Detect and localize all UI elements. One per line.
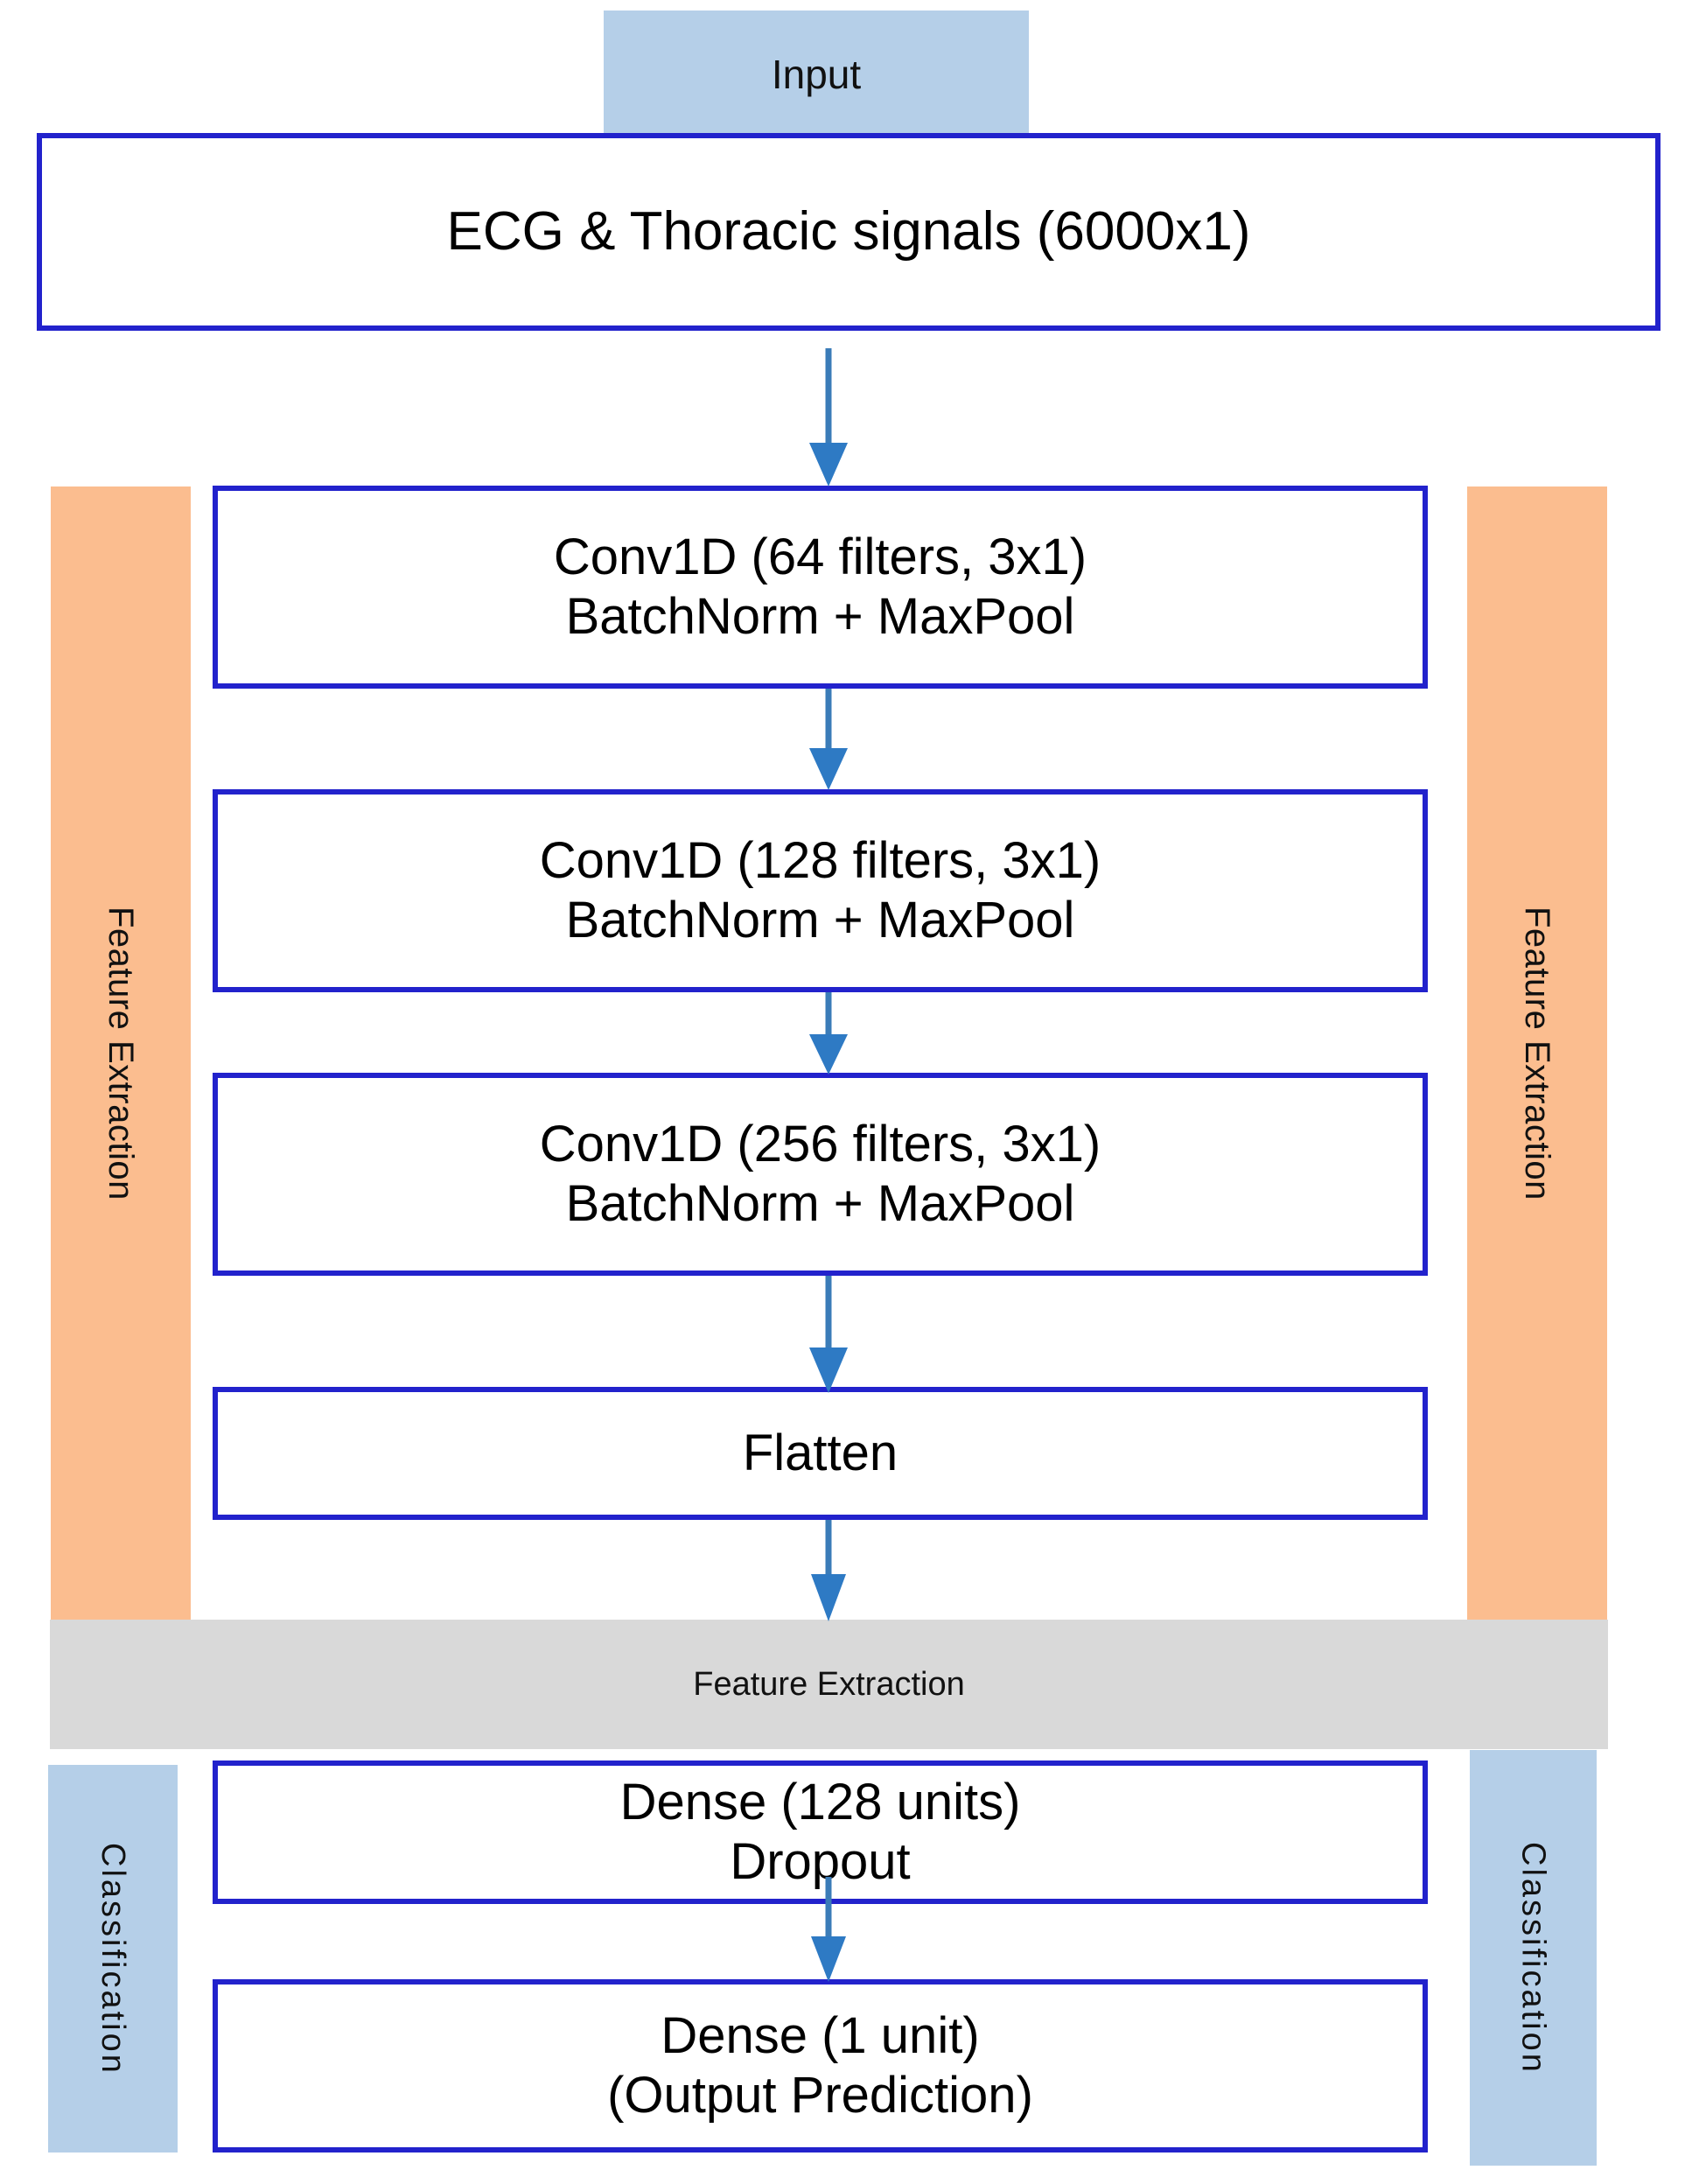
layer-line-1: Dense (1 unit) bbox=[661, 2006, 980, 2064]
layer-line-2: Dropout bbox=[730, 1833, 911, 1890]
input-signal-text: ECG & Thoracic signals (6000x1) bbox=[446, 201, 1251, 262]
layer-line-1: Conv1D (256 filters, 3x1) bbox=[539, 1115, 1101, 1172]
layer-line-2: BatchNorm + MaxPool bbox=[565, 588, 1075, 645]
layer-line-2: BatchNorm + MaxPool bbox=[565, 1175, 1075, 1232]
input-tab: Input bbox=[604, 10, 1029, 138]
input-signal-box: ECG & Thoracic signals (6000x1) bbox=[37, 133, 1661, 331]
feature-extraction-banner: Feature Extraction bbox=[50, 1620, 1608, 1749]
input-tab-label: Input bbox=[771, 52, 862, 97]
feature-extraction-banner-label: Feature Extraction bbox=[693, 1665, 965, 1703]
arrow-conv128-to-conv256 bbox=[804, 992, 853, 1076]
layer-box-flatten: Flatten bbox=[213, 1387, 1428, 1520]
classification-bar-left: Classification bbox=[48, 1765, 178, 2152]
layer-box-conv1d-64: Conv1D (64 filters, 3x1) BatchNorm + Max… bbox=[213, 486, 1428, 689]
arrow-flatten-to-banner bbox=[804, 1520, 853, 1623]
feature-extraction-bar-right: Feature Extraction bbox=[1467, 486, 1607, 1620]
arrow-input-to-conv64 bbox=[804, 348, 853, 488]
layer-line-2: (Output Prediction) bbox=[607, 2067, 1033, 2124]
classification-label-right: Classification bbox=[1514, 1841, 1552, 2075]
layer-line-1: Conv1D (64 filters, 3x1) bbox=[553, 528, 1087, 585]
layer-line-2: BatchNorm + MaxPool bbox=[565, 892, 1075, 948]
arrow-dense128-to-dense1 bbox=[804, 1877, 853, 1984]
layer-box-dense-1: Dense (1 unit) (Output Prediction) bbox=[213, 1979, 1428, 2152]
layer-line-1: Conv1D (128 filters, 3x1) bbox=[539, 831, 1101, 889]
classification-label-left: Classification bbox=[94, 1842, 131, 2076]
layer-box-conv1d-128: Conv1D (128 filters, 3x1) BatchNorm + Ma… bbox=[213, 789, 1428, 992]
layer-line-1: Flatten bbox=[742, 1424, 898, 1481]
feature-extraction-label-right: Feature Extraction bbox=[1518, 906, 1556, 1200]
arrow-conv64-to-conv128 bbox=[804, 689, 853, 792]
layer-box-conv1d-256: Conv1D (256 filters, 3x1) BatchNorm + Ma… bbox=[213, 1073, 1428, 1276]
feature-extraction-label-left: Feature Extraction bbox=[101, 906, 140, 1200]
layer-line-1: Dense (128 units) bbox=[619, 1773, 1021, 1830]
arrow-conv256-to-flatten bbox=[804, 1276, 853, 1395]
layer-box-dense-128: Dense (128 units) Dropout bbox=[213, 1760, 1428, 1904]
feature-extraction-bar-left: Feature Extraction bbox=[51, 486, 191, 1620]
classification-bar-right: Classification bbox=[1470, 1750, 1597, 2166]
